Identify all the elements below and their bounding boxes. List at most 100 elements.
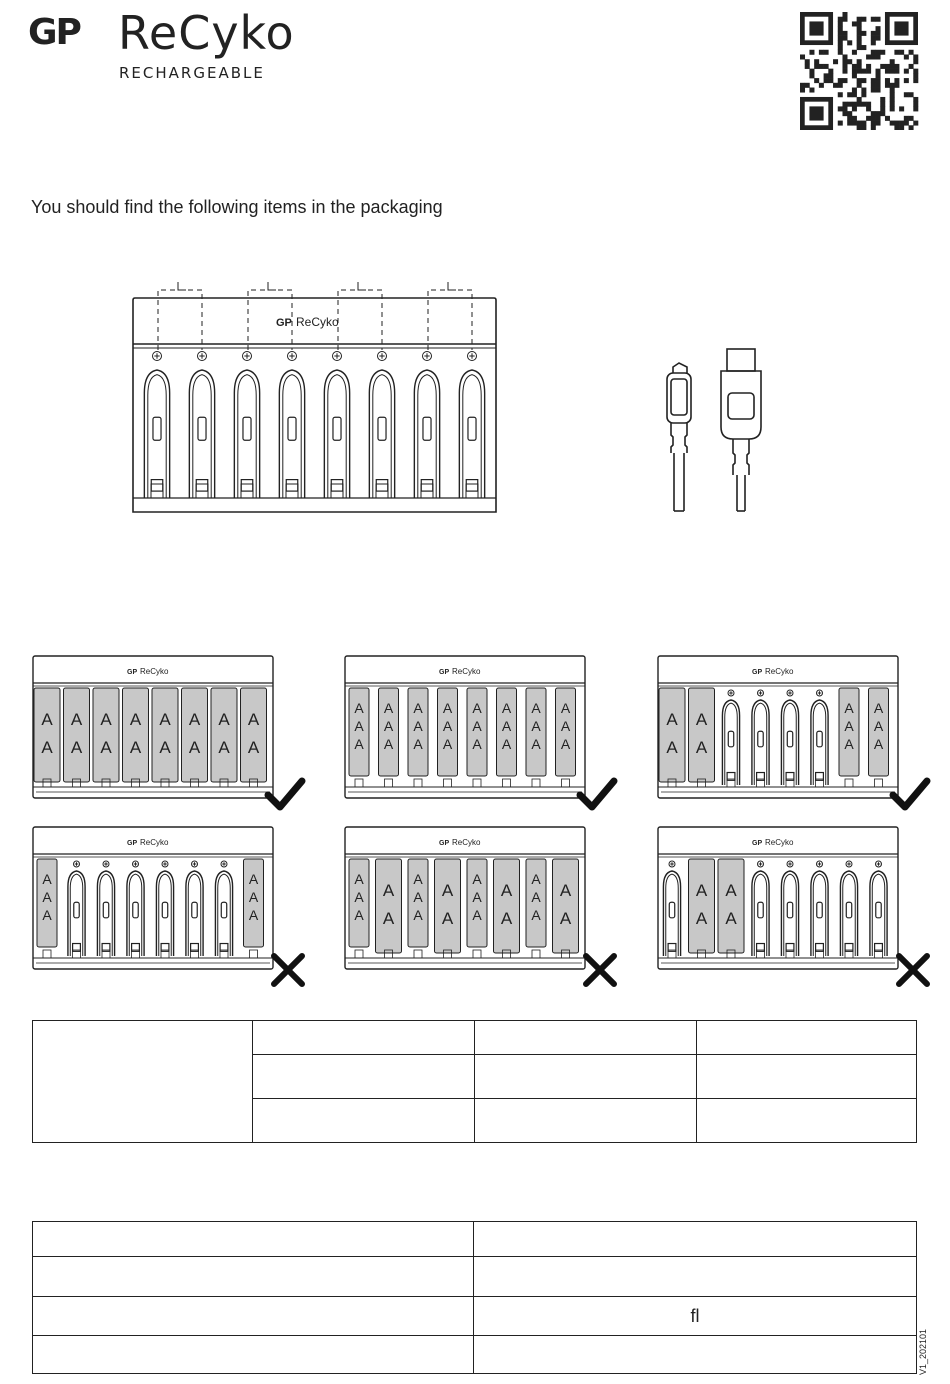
aaa-battery xyxy=(348,858,370,948)
table-2-cell xyxy=(32,1256,474,1298)
table-1-cell xyxy=(696,1054,917,1099)
table-2-cell xyxy=(473,1334,917,1375)
svg-text:A: A xyxy=(159,710,171,729)
aa-battery xyxy=(63,687,90,783)
svg-text:A: A xyxy=(472,718,482,734)
panel-logo-brand: ReCyko xyxy=(452,667,481,676)
check-icon xyxy=(576,777,618,811)
svg-text:A: A xyxy=(41,710,53,729)
svg-text:A: A xyxy=(249,907,259,923)
svg-text:A: A xyxy=(874,718,884,734)
svg-text:A: A xyxy=(384,700,394,716)
charger-logo-gp: GP xyxy=(276,317,292,329)
svg-text:A: A xyxy=(354,889,364,905)
charger-logo-brand: ReCyko xyxy=(296,315,339,329)
table-1-cell xyxy=(252,1020,475,1055)
svg-text:A: A xyxy=(696,909,708,928)
svg-text:A: A xyxy=(413,736,423,752)
svg-text:A: A xyxy=(130,710,142,729)
svg-text:A: A xyxy=(413,871,423,887)
svg-text:A: A xyxy=(130,738,142,757)
svg-text:A: A xyxy=(413,718,423,734)
svg-text:A: A xyxy=(696,738,708,757)
panel-logo-brand: ReCyko xyxy=(140,838,169,847)
svg-text:A: A xyxy=(354,907,364,923)
aaa-battery xyxy=(868,687,889,777)
aa-battery xyxy=(92,687,120,783)
panel-logo-gp: GP xyxy=(127,840,137,847)
svg-text:A: A xyxy=(561,700,571,716)
svg-text:A: A xyxy=(42,889,52,905)
table-1-cell xyxy=(252,1054,475,1099)
aa-battery xyxy=(181,687,208,783)
svg-text:A: A xyxy=(159,738,171,757)
svg-text:A: A xyxy=(725,909,737,928)
svg-text:A: A xyxy=(248,738,260,757)
svg-text:A: A xyxy=(472,889,482,905)
aa-battery xyxy=(434,858,461,954)
check-icon xyxy=(889,777,931,811)
svg-text:A: A xyxy=(354,700,364,716)
svg-text:A: A xyxy=(502,736,512,752)
aaa-battery xyxy=(525,687,547,777)
svg-text:A: A xyxy=(100,710,112,729)
svg-text:A: A xyxy=(696,710,708,729)
aaa-battery xyxy=(407,858,429,948)
svg-text:A: A xyxy=(472,736,482,752)
svg-text:A: A xyxy=(383,881,395,900)
svg-text:A: A xyxy=(472,907,482,923)
aaa-battery xyxy=(437,687,458,777)
svg-text:A: A xyxy=(354,718,364,734)
panel-logo-brand: ReCyko xyxy=(140,667,169,676)
svg-text:A: A xyxy=(561,718,571,734)
svg-text:A: A xyxy=(442,881,454,900)
svg-text:A: A xyxy=(874,700,884,716)
svg-text:A: A xyxy=(218,738,230,757)
check-icon xyxy=(264,777,306,811)
svg-text:A: A xyxy=(531,718,541,734)
cross-icon xyxy=(896,953,930,987)
aa-battery xyxy=(151,687,179,783)
intro-text: You should find the following items in t… xyxy=(31,197,443,217)
svg-text:A: A xyxy=(531,736,541,752)
svg-text:A: A xyxy=(560,881,572,900)
qr-code-icon xyxy=(800,12,919,130)
svg-text:A: A xyxy=(725,881,737,900)
svg-text:A: A xyxy=(501,909,513,928)
svg-text:A: A xyxy=(413,889,423,905)
svg-text:A: A xyxy=(443,700,453,716)
svg-text:A: A xyxy=(100,738,112,757)
svg-text:A: A xyxy=(502,700,512,716)
table-2: ﬂ xyxy=(32,1220,917,1375)
aa-battery xyxy=(33,687,61,783)
table-2-cell: ﬂ xyxy=(473,1296,917,1336)
aaa-battery xyxy=(407,687,429,777)
panel-logo-brand: ReCyko xyxy=(452,838,481,847)
svg-text:A: A xyxy=(354,871,364,887)
brand-name: ReCyko xyxy=(118,6,295,60)
aaa-battery xyxy=(466,687,488,777)
gp-logo: GP xyxy=(28,12,82,53)
cross-icon xyxy=(583,953,617,987)
aa-battery xyxy=(493,858,520,954)
svg-text:A: A xyxy=(502,718,512,734)
panel-logo-gp: GP xyxy=(752,669,762,676)
table-1-cell xyxy=(474,1098,697,1143)
svg-text:A: A xyxy=(560,909,572,928)
aaa-battery xyxy=(466,858,488,948)
svg-text:A: A xyxy=(413,907,423,923)
aa-battery xyxy=(240,687,267,783)
svg-text:A: A xyxy=(71,738,83,757)
svg-text:A: A xyxy=(249,889,259,905)
table-1-cell xyxy=(474,1054,697,1099)
svg-text:A: A xyxy=(218,710,230,729)
version-code: V1_202101 xyxy=(918,1328,928,1375)
table-2-cell xyxy=(473,1256,917,1298)
svg-text:A: A xyxy=(42,871,52,887)
table-1-cell xyxy=(474,1020,697,1055)
aaa-battery xyxy=(378,687,399,777)
svg-text:A: A xyxy=(413,700,423,716)
